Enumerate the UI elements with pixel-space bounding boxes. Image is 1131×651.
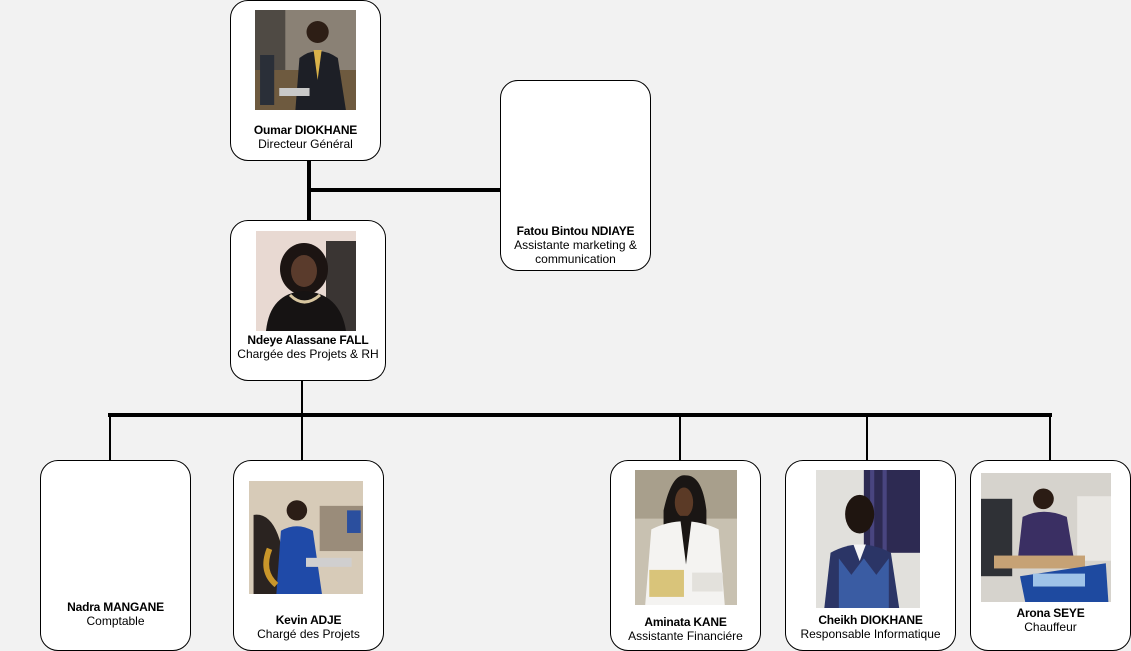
org-node-ndeye-alassane-fall: Ndeye Alassane FALL Chargée des Projets … [230, 220, 386, 381]
org-node-nadra-mangane: Nadra MANGANE Comptable [40, 460, 191, 651]
person-name: Nadra MANGANE [67, 600, 164, 614]
org-node-oumar-diokhane: Oumar DIOKHANE Directeur Général [230, 0, 381, 161]
person-name: Arona SEYE [1016, 606, 1085, 620]
org-node-aminata-kane: Aminata KANE Assistante Financiére [610, 460, 761, 651]
org-node-fatou-bintou-ndiaye: Fatou Bintou NDIAYE Assistante marketing… [500, 80, 651, 271]
person-role: Assistante marketing & communication [514, 238, 637, 266]
person-photo [981, 473, 1111, 602]
person-role: Directeur Général [258, 137, 353, 151]
person-name: Ndeye Alassane FALL [247, 333, 369, 347]
org-node-arona-seye: Arona SEYE Chauffeur [970, 460, 1131, 651]
person-role: Comptable [86, 614, 145, 628]
person-name: Oumar DIOKHANE [253, 123, 358, 137]
person-role: Chargé des Projets [257, 627, 360, 641]
person-role: Chargée des Projets & RH [237, 347, 379, 361]
person-photo [635, 470, 737, 605]
person-role: Assistante Financiére [628, 629, 743, 643]
person-photo [256, 231, 356, 331]
person-photo [816, 470, 920, 608]
person-name: Cheikh DIOKHANE [818, 613, 923, 627]
person-role: Chauffeur [1024, 620, 1077, 634]
person-name: Kevin ADJE [275, 613, 342, 627]
person-role: Responsable Informatique [800, 627, 941, 641]
person-name: Aminata KANE [644, 615, 727, 629]
person-name: Fatou Bintou NDIAYE [516, 224, 635, 238]
person-photo [255, 10, 356, 110]
org-node-kevin-adje: Kevin ADJE Chargé des Projets [233, 460, 384, 651]
person-photo [249, 481, 363, 594]
org-node-cheikh-diokhane: Cheikh DIOKHANE Responsable Informatique [785, 460, 956, 651]
